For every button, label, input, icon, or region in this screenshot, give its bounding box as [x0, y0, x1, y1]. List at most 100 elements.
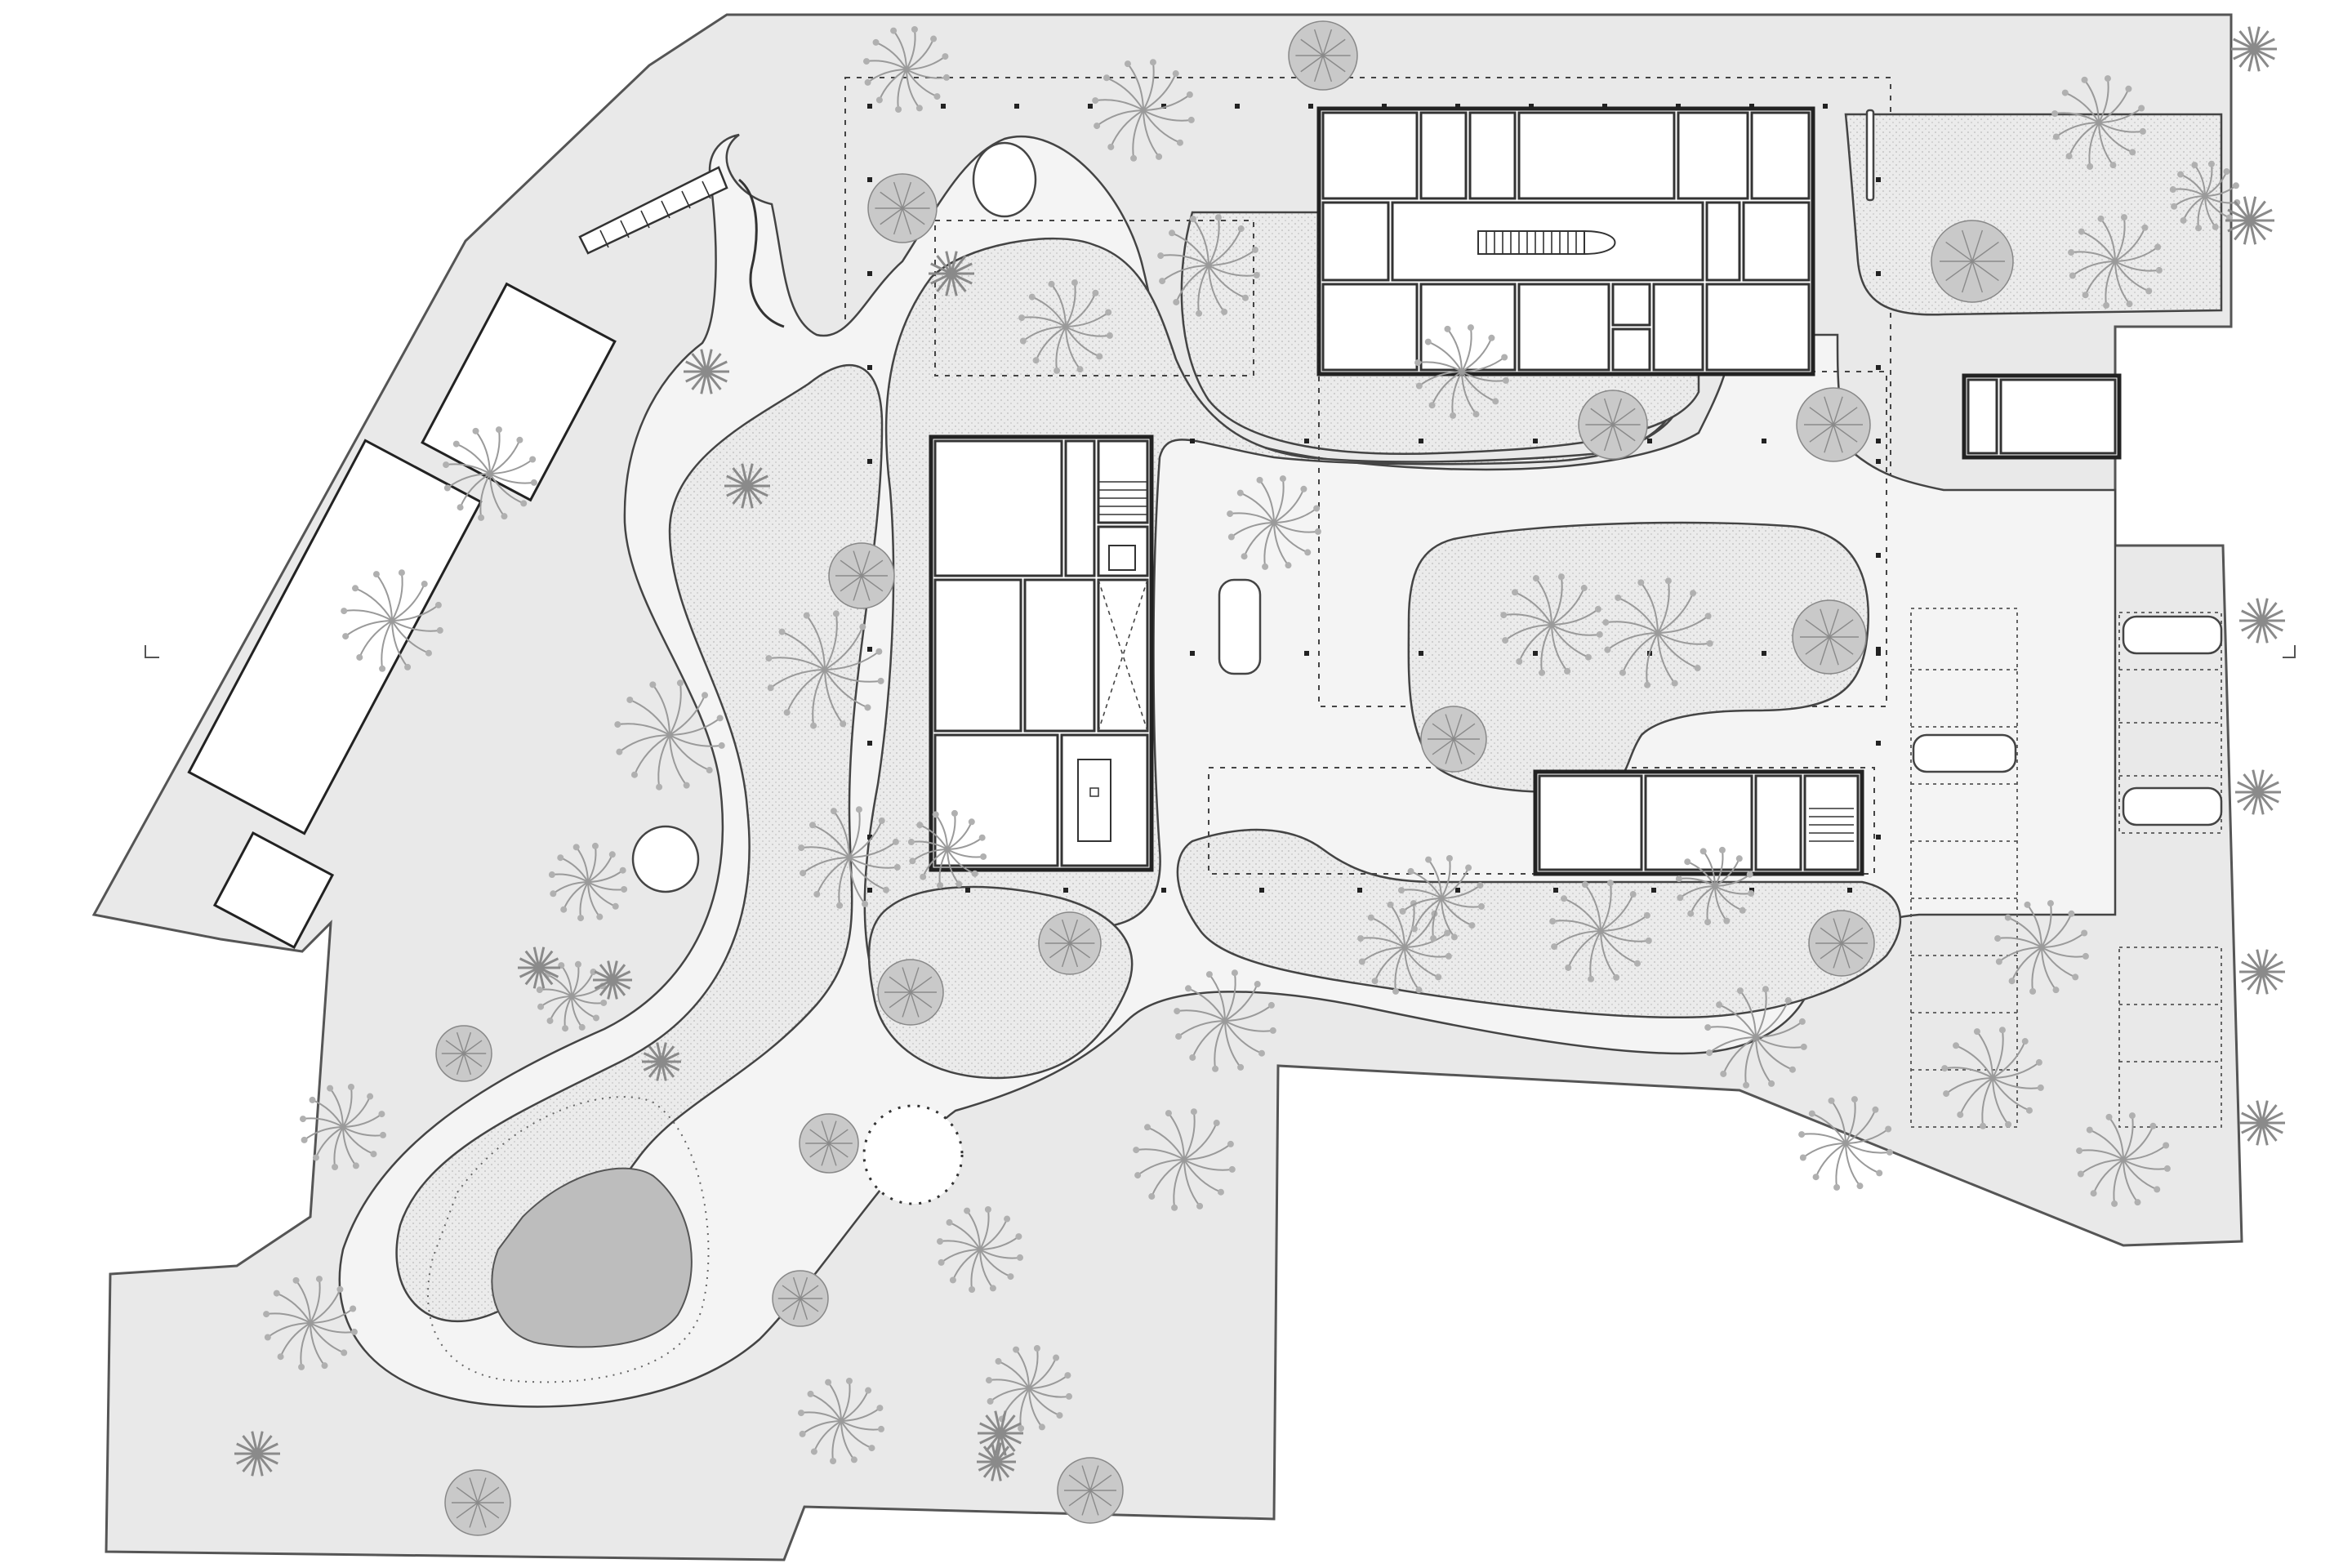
column-post [1088, 104, 1093, 109]
column-post [1529, 104, 1534, 109]
column-post [1553, 888, 1558, 893]
column-post [1304, 439, 1309, 443]
column-post [1161, 888, 1166, 893]
tree-canopy [1792, 599, 1867, 675]
tree-canopy [877, 959, 944, 1026]
palm-tree [2235, 769, 2281, 815]
column-post [1190, 439, 1195, 443]
tree-branches [443, 426, 537, 521]
tree-branches [299, 1083, 387, 1171]
car [1218, 578, 1262, 675]
palm-tree [234, 1431, 280, 1477]
column-post [1014, 104, 1019, 109]
tree-canopy [1931, 220, 2014, 303]
column-post [1455, 104, 1460, 109]
column-post [1419, 651, 1423, 656]
column-post [1762, 439, 1766, 443]
west-shed-2 [187, 439, 483, 835]
west-court-dashed-area [934, 220, 1254, 376]
northwest-stairs [578, 166, 785, 328]
column-post [1602, 104, 1607, 109]
tree-branches [1500, 573, 1603, 676]
tree-branches [548, 842, 628, 922]
tree-branches [1018, 279, 1113, 374]
inner-lawn-northeast [1844, 113, 2223, 316]
column-post [1308, 104, 1313, 109]
column-post [867, 741, 872, 746]
column-post [1190, 651, 1195, 656]
column-post [1304, 651, 1309, 656]
column-post [1876, 553, 1881, 558]
trees [234, 20, 2285, 1536]
tree-canopy [435, 1025, 492, 1082]
south-pavilion [1533, 769, 1864, 876]
north-building [1316, 106, 1815, 376]
column-post [1647, 439, 1652, 443]
column-post [1876, 439, 1881, 443]
tree-branches [2076, 1112, 2171, 1207]
tree-branches [862, 25, 951, 114]
tree-branches [1602, 577, 1713, 688]
palm-tree [929, 251, 974, 296]
tree-canopy [1808, 910, 1875, 977]
tree-canopy [828, 542, 895, 609]
column-post [1533, 439, 1538, 443]
tree-branches [2051, 75, 2146, 170]
round-lawn-west [631, 825, 700, 893]
column-post [1259, 888, 1264, 893]
column-post [1749, 888, 1754, 893]
central-island [1407, 521, 1869, 793]
tree-canopy [1578, 390, 1648, 460]
column-post [1876, 835, 1881, 840]
tree-branches [1941, 1027, 2044, 1129]
palm-tree [2231, 26, 2277, 72]
column-post [867, 104, 872, 109]
tree-branches [1092, 59, 1195, 162]
car [2122, 615, 2223, 655]
tree-branches [1157, 214, 1260, 317]
palm-tree [2239, 949, 2285, 995]
column-post [1419, 439, 1423, 443]
palm-tree [978, 1410, 1023, 1456]
west-shed-1 [421, 282, 617, 502]
west-building [929, 434, 1154, 872]
tree-canopy [444, 1469, 511, 1536]
column-post [867, 271, 872, 276]
column-post [867, 459, 872, 464]
tree-branches [765, 610, 884, 729]
tree-branches [1227, 475, 1321, 570]
car [1865, 109, 1875, 202]
column-post [1357, 888, 1362, 893]
pond-outer-contour [427, 1096, 710, 1383]
tree-branches [2169, 160, 2241, 232]
palm-tree [977, 1442, 1016, 1481]
tree-branches [797, 1377, 885, 1465]
tree-canopy [1057, 1457, 1124, 1524]
palm-tree [2239, 598, 2285, 644]
palm-tree [2239, 1100, 2285, 1146]
column-post [1876, 271, 1881, 276]
tree-canopy [1288, 20, 1358, 91]
tree-branches [1675, 846, 1755, 926]
round-lawn-north [972, 141, 1037, 218]
pond [491, 1167, 693, 1348]
tree-branches [263, 1276, 358, 1370]
tree-branches [536, 960, 608, 1032]
tree-canopy [1796, 387, 1871, 462]
column-post [1161, 104, 1166, 109]
column-post [941, 104, 946, 109]
tree-branches [1549, 880, 1652, 982]
palm-tree [684, 349, 729, 394]
column-post [1749, 104, 1754, 109]
east-gatehouse [1962, 373, 2122, 460]
column-post [1762, 651, 1766, 656]
car [2122, 786, 2223, 826]
tree-branches [1994, 900, 2089, 995]
crop-marks [145, 645, 2296, 658]
tree-branches [1414, 324, 1509, 419]
tree-branches [1133, 1108, 1236, 1211]
tree-branches [936, 1205, 1024, 1294]
column-post [965, 888, 970, 893]
column-post [867, 647, 872, 652]
tree-branches [907, 809, 987, 889]
